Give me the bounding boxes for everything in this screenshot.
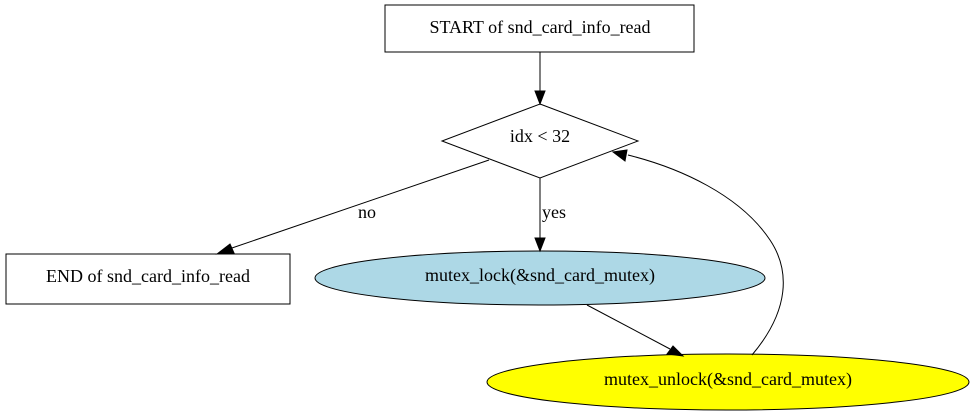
edge-start-to-condition-arrowhead <box>534 90 546 106</box>
mutex-unlock-node: mutex_unlock(&snd_card_mutex) <box>486 353 970 411</box>
start-node: START of snd_card_info_read <box>384 4 695 53</box>
edge-condition-to-lock-arrowhead <box>534 237 546 253</box>
edge-lock-to-unlock <box>586 304 685 357</box>
end-node-label: END of snd_card_info_read <box>46 266 250 286</box>
edge-unlock-to-condition <box>611 149 784 356</box>
condition-node: idx < 32 <box>440 103 640 179</box>
edge-lock-to-unlock-line <box>586 304 671 350</box>
mutex-unlock-node-label: mutex_unlock(&snd_card_mutex) <box>604 369 852 390</box>
edge-unlock-to-condition-arrowhead <box>611 149 628 162</box>
end-node-box <box>5 253 291 305</box>
mutex-unlock-node-ellipse <box>486 353 970 411</box>
edge-no-label: no <box>358 202 376 222</box>
edge-condition-to-end: no <box>215 159 490 255</box>
end-node: END of snd_card_info_read <box>5 253 291 305</box>
edge-condition-to-end-line <box>228 159 490 250</box>
start-node-label: START of snd_card_info_read <box>429 17 650 37</box>
edge-start-to-condition <box>534 52 546 106</box>
edge-condition-to-lock: yes <box>534 178 566 253</box>
mutex-lock-node-label: mutex_lock(&snd_card_mutex) <box>425 265 655 286</box>
edge-unlock-to-condition-curve <box>627 154 784 356</box>
mutex-lock-node: mutex_lock(&snd_card_mutex) <box>314 250 766 306</box>
condition-node-label: idx < 32 <box>510 126 570 146</box>
edge-condition-to-end-arrowhead <box>215 243 235 255</box>
edge-yes-label: yes <box>542 202 566 222</box>
start-node-box <box>384 4 695 53</box>
edge-lock-to-unlock-arrowhead <box>666 345 685 357</box>
